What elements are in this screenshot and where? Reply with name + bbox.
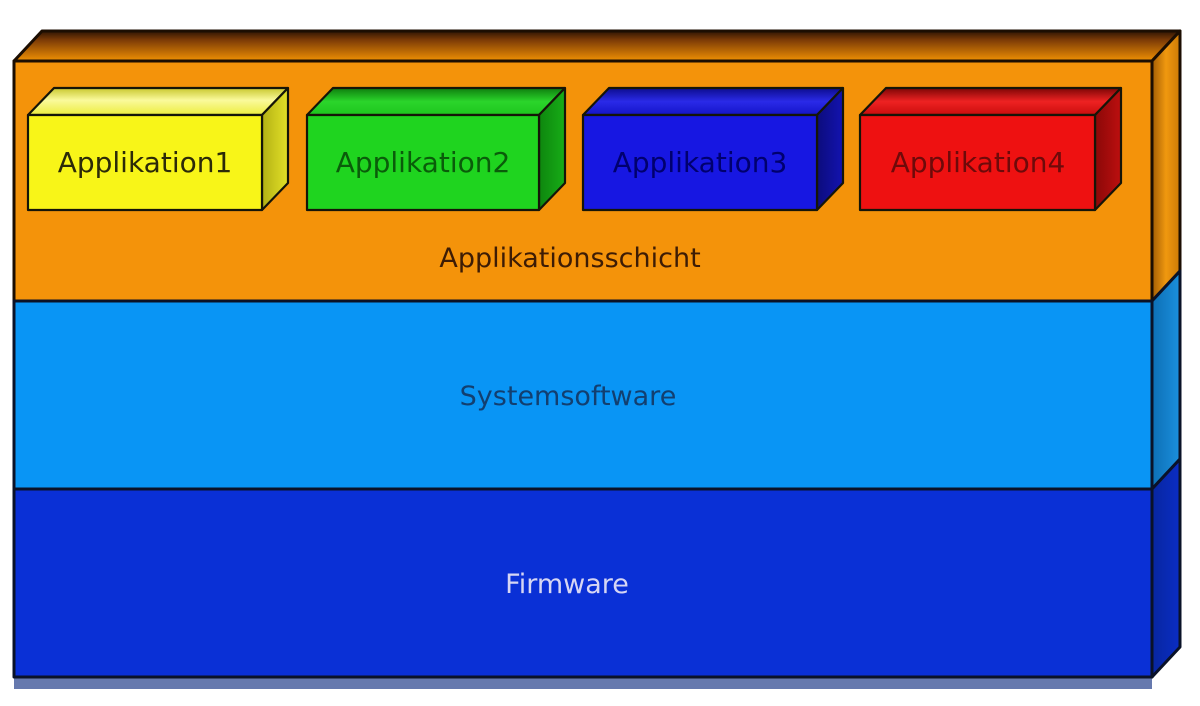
systemsoftware-layer-label: Systemsoftware [460, 381, 677, 412]
application-layer-label: Applikationsschicht [439, 243, 700, 274]
application-layer-side-face [1150, 29, 1182, 303]
app-box-3-top-face [581, 86, 845, 117]
stack-bottom-edge [14, 677, 1152, 689]
app-box-1-top-face [26, 86, 290, 117]
app-box-2-label: Applikation2 [336, 146, 511, 179]
app-box-4-top-face [858, 86, 1123, 117]
firmware-layer-front [12, 487, 1154, 679]
firmware-layer-side-face [1150, 457, 1182, 679]
firmware-layer-label: Firmware [505, 569, 629, 600]
app-box-1-front-face [26, 113, 264, 212]
app-box-2-front-face [305, 113, 541, 212]
app-box-1-label: Applikation1 [58, 146, 233, 179]
app-box-3-label: Applikation3 [613, 146, 788, 179]
app-box-2-top-face [305, 86, 567, 117]
app-box-4: Applikation4 [858, 86, 1123, 212]
systemsoftware-layer-front [12, 299, 1154, 491]
app-box-2: Applikation2 [305, 86, 567, 212]
app-box-3-front-face [581, 113, 819, 212]
app-box-3: Applikation3 [581, 86, 845, 212]
stack-top-face [12, 29, 1182, 63]
app-box-4-label: Applikation4 [891, 146, 1066, 179]
systemsoftware-layer-side-face [1150, 269, 1182, 491]
app-box-1: Applikation1 [26, 86, 290, 212]
app-box-4-front-face [858, 113, 1097, 212]
